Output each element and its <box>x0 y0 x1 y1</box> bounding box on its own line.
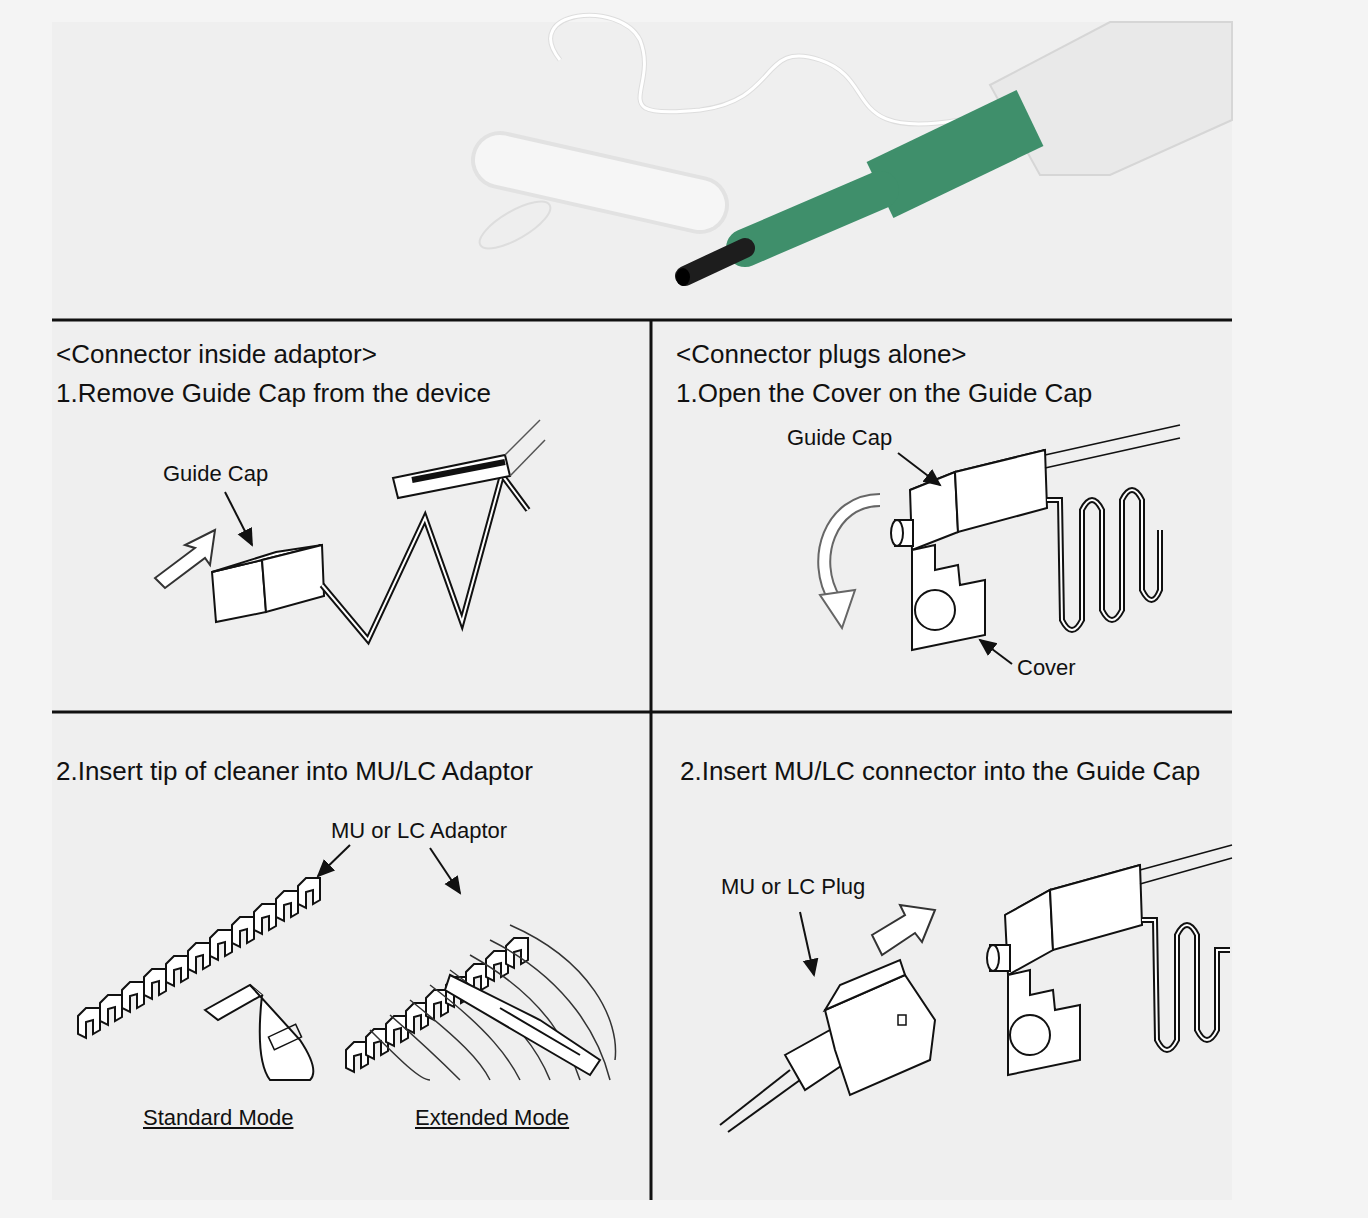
part-label: Guide Cap <box>787 425 892 451</box>
part-label: MU or LC Plug <box>721 874 865 900</box>
step-text: 1.Remove Guide Cap from the device <box>56 374 643 413</box>
instruction-panel: <Connector plugs alone>1.Open the Cover … <box>672 335 1227 710</box>
panel-heading: <Connector inside adaptor> <box>56 335 643 374</box>
part-label: Cover <box>1017 655 1076 681</box>
step-text: 2.Insert MU/LC connector into the Guide … <box>680 752 1224 791</box>
part-label: MU or LC Adaptor <box>331 818 507 844</box>
part-label: Guide Cap <box>163 461 268 487</box>
mode-caption: Standard Mode <box>143 1105 293 1131</box>
step-text: 2.Insert tip of cleaner into MU/LC Adapt… <box>56 752 643 791</box>
step-text: 1.Open the Cover on the Guide Cap <box>676 374 1223 413</box>
instruction-panel: 2.Insert MU/LC connector into the Guide … <box>676 752 1228 1197</box>
mode-caption: Extended Mode <box>415 1105 569 1131</box>
instruction-panel: <Connector inside adaptor>1.Remove Guide… <box>52 335 647 710</box>
panel-heading: <Connector plugs alone> <box>676 335 1223 374</box>
